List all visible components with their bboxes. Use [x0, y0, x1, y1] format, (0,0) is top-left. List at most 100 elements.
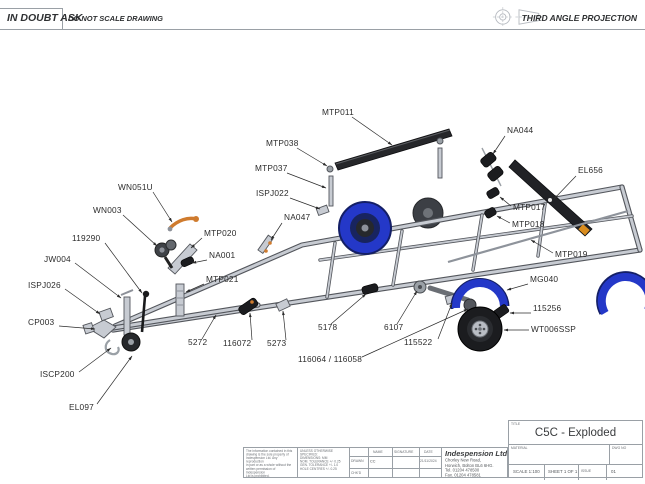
leader-ISCP200: [78, 347, 112, 373]
side-bracket: [238, 297, 259, 315]
leader-WN003: [122, 214, 158, 247]
part-label-JW004: JW004: [44, 254, 71, 264]
company-name: Indespension Ltd: [445, 449, 508, 458]
exploded-parts: [238, 128, 629, 315]
leader-CP003: [58, 325, 96, 331]
bow-roller: [180, 256, 195, 267]
issue-value: 01: [611, 469, 616, 474]
leader-MTP018: [496, 215, 511, 224]
part-label-ISPJ022: ISPJ022: [256, 188, 289, 198]
part-label-MTP020: MTP020: [204, 228, 237, 238]
leader-ISPJ022: [289, 197, 321, 210]
drawn-date-value: 21/11/2024: [420, 459, 437, 463]
title-cell: TITLE C5C - Exploded: [509, 421, 642, 444]
part-label-CP003: CP003: [28, 317, 55, 327]
disclaimer-text: The information contained in this drawin…: [246, 449, 293, 478]
leader-NA047: [270, 222, 283, 241]
dwg-no-field-label: DWG NO: [612, 446, 627, 450]
leader-5272: [201, 314, 217, 340]
coupling-head: [87, 319, 117, 339]
part-label-5178: 5178: [318, 322, 337, 332]
part-labels: MTP011MTP038MTP037ISPJ022NA044EL656WN051…: [28, 107, 603, 412]
winch-strap: [163, 256, 174, 269]
drawn-row-label: DRAWN: [351, 459, 364, 463]
leader-JW004: [74, 262, 122, 299]
leader-5178: [330, 293, 367, 325]
third-angle-projection-label: THIRD ANGLE PROJECTION: [521, 13, 637, 23]
part-label-116072: 116072: [223, 338, 251, 348]
name-column-label: NAME: [373, 450, 383, 454]
leader-MTP017: [499, 196, 512, 207]
far-wheel-hub: [423, 208, 433, 218]
part-label-119290: 119290: [72, 233, 100, 243]
leader-6107: [396, 290, 418, 325]
leader-MTP011: [351, 116, 393, 146]
light-board: [508, 159, 593, 237]
part-label-MTP037: MTP037: [255, 163, 288, 173]
leader-WN051U: [152, 191, 173, 223]
sheet-value: SHEET 1 OF 1: [548, 469, 578, 474]
leader-MTP020: [190, 237, 203, 249]
part-label-WT006SSP: WT006SSP: [531, 324, 576, 334]
company-cell: Indespension Ltd Chorley New Road, Horwi…: [441, 448, 509, 478]
part-label-MTP038: MTP038: [266, 138, 299, 148]
checked-row-label: CHK'D: [351, 471, 362, 475]
drawing-title: C5C - Exploded: [534, 427, 617, 439]
do-not-scale-label: DO NOT SCALE DRAWING: [68, 14, 163, 23]
leader-MTP038: [296, 147, 328, 167]
part-label-ISPJ026: ISPJ026: [28, 280, 61, 290]
leader-MTP037: [286, 172, 327, 189]
material-field-label: MATERIAL: [511, 446, 528, 450]
part-label-MTP021: MTP021: [206, 274, 239, 284]
winch-handle: [168, 216, 197, 230]
mudguard-right: [597, 273, 645, 315]
handbrake-rod: [140, 295, 147, 333]
part-label-WN003: WN003: [93, 205, 122, 215]
date-column-label: DATE: [424, 450, 433, 454]
tolerance-cell: UNLESS OTHERWISE SPECIFIED: DIMENSIONS: …: [297, 448, 349, 477]
roller: [480, 151, 497, 168]
title-field-label: TITLE: [511, 422, 521, 426]
company-address: Chorley New Road, Horwich, Bolton BL6 6H…: [445, 458, 494, 478]
signature-column-label: SIGNATURE: [394, 450, 414, 454]
leader-115522: [437, 302, 453, 340]
header-rule: [0, 29, 645, 30]
leader-EL097: [96, 355, 133, 405]
disclaimer-cell: The information contained in this drawin…: [244, 448, 297, 478]
part-label-MTP019: MTP019: [555, 249, 588, 259]
scale-row: SCALE 1:100 SHEET 1 OF 1 ISSUE 01: [509, 464, 642, 480]
leader-NA044: [492, 135, 506, 155]
tie-rod: [447, 209, 629, 264]
title-block-left: The information contained in this drawin…: [243, 447, 508, 478]
header-box: [0, 8, 63, 30]
leader-MG040: [506, 283, 529, 291]
issue-field-label: ISSUE: [581, 469, 592, 473]
jockey-post: [123, 296, 131, 336]
part-label-MTP018: MTP018: [512, 219, 545, 229]
leader-116064 / 116058: [361, 308, 469, 358]
leader-116072: [248, 312, 253, 341]
part-label-5272: 5272: [188, 337, 207, 347]
leader-ISPJ026: [64, 288, 101, 315]
mudguards-and-wheel: [450, 271, 645, 352]
third-angle-projection-icon: [492, 7, 543, 27]
bracket: [315, 204, 330, 217]
drawn-name-value: CC: [370, 459, 376, 464]
winch-post: [175, 283, 185, 317]
part-label-WN051U: WN051U: [118, 182, 153, 192]
mudguard-left: [452, 279, 508, 309]
clamp-bracket: [98, 307, 114, 322]
jockey-handle: [120, 289, 134, 296]
part-label-EL656: EL656: [578, 165, 603, 175]
nut: [326, 165, 334, 173]
leader-MTP019: [530, 239, 554, 254]
keel-bar: [334, 128, 453, 171]
leader-NA001: [191, 259, 208, 264]
winch-assembly: [154, 216, 199, 317]
approval-table: NAME SIGNATURE DATE DRAWN CC 21/11/2024 …: [349, 448, 441, 477]
part-label-5273: 5273: [267, 338, 286, 348]
part-label-ISCP200: ISCP200: [40, 369, 75, 379]
part-label-MG040: MG040: [530, 274, 558, 284]
title-block-right: TITLE C5C - Exploded MATERIAL DWG NO SCA…: [508, 420, 643, 480]
